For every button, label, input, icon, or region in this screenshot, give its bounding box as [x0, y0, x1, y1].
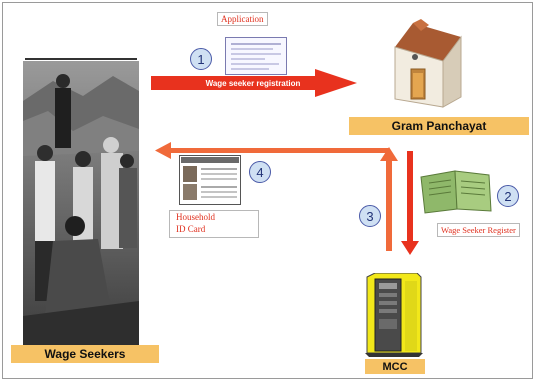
photo-top-line [25, 58, 137, 60]
step-1-badge: 1 [190, 48, 212, 70]
wage-seeker-registration-label: Wage seeker registration [205, 79, 301, 88]
gram-panchayat-label: Gram Panchayat [349, 117, 529, 135]
arrows-layer [151, 69, 419, 255]
id-card-return-arrow [155, 142, 389, 159]
step-2-badge: 2 [497, 185, 519, 207]
mcc-label: MCC [365, 359, 425, 374]
application-label: Application [217, 12, 268, 26]
id-card-icon [179, 155, 241, 205]
wage-seekers-photo [23, 61, 139, 351]
mcc-computer-icon [365, 272, 423, 357]
step-3-badge: 3 [359, 205, 381, 227]
step-4-badge: 4 [249, 161, 271, 183]
gram-panchayat-building-icon [385, 17, 467, 109]
wage-seekers-label: Wage Seekers [11, 345, 159, 363]
registration-arrow [151, 69, 357, 97]
register-down-arrow [401, 151, 419, 255]
wage-seeker-register-label: Wage Seeker Register [437, 223, 520, 237]
mcc-up-arrow [380, 147, 398, 251]
wage-seeker-register-book-icon [419, 169, 493, 215]
household-id-card-label: Household ID Card [169, 210, 259, 238]
application-form-icon [225, 37, 287, 75]
id-card-label: ID Card [176, 224, 206, 234]
household-label: Household [176, 212, 215, 222]
